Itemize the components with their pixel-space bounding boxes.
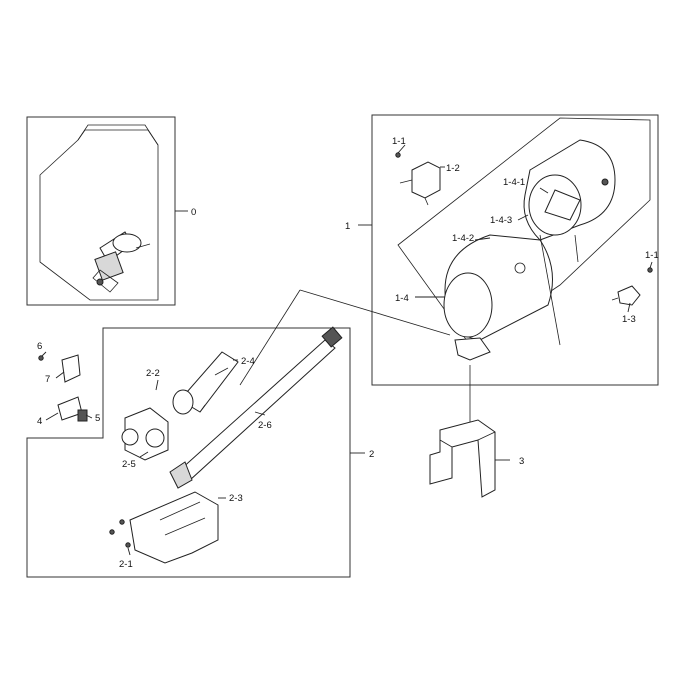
callout-2-4: 2-4 <box>241 356 255 367</box>
frame-part-0 <box>26 116 188 306</box>
bracket-1-2 <box>395 152 441 206</box>
callout-1-4-1: 1-4-1 <box>503 177 525 188</box>
callout-0: 0 <box>191 207 196 218</box>
callout-1-1-right: 1-1 <box>645 250 659 261</box>
callout-2-3: 2-3 <box>229 493 243 504</box>
cylinder-1-4-3 <box>523 139 616 263</box>
leader-lines <box>41 144 653 556</box>
callout-2: 2 <box>369 449 374 460</box>
callout-1: 1 <box>345 221 350 232</box>
callout-5: 5 <box>95 413 100 424</box>
igniter-2-4 <box>172 351 239 415</box>
callout-1-2: 1-2 <box>446 163 460 174</box>
callout-1-4-2: 1-4-2 <box>452 233 474 244</box>
callout-2-6: 2-6 <box>258 420 272 431</box>
cylinder-1-4-2 <box>443 234 553 361</box>
callout-4: 4 <box>37 416 42 427</box>
valve-2-5 <box>121 407 169 461</box>
callout-1-1-top: 1-1 <box>392 136 406 147</box>
frame-part-1 <box>358 114 659 386</box>
burner-tube-2-6 <box>169 326 343 489</box>
callout-1-3: 1-3 <box>622 314 636 325</box>
callout-2-1: 2-1 <box>119 559 133 570</box>
bracket-part-3 <box>429 365 510 498</box>
callout-2-5: 2-5 <box>122 459 136 470</box>
callout-6: 6 <box>37 341 42 352</box>
frame-part-2 <box>26 327 365 578</box>
callout-1-4: 1-4 <box>395 293 409 304</box>
whole-unit-assembly <box>92 231 151 293</box>
callout-2-2: 2-2 <box>146 368 160 379</box>
bracket-2-3 <box>109 491 219 564</box>
callout-1-4-3: 1-4-3 <box>490 215 512 226</box>
callout-7: 7 <box>45 374 50 385</box>
fitting-1-3 <box>611 267 653 306</box>
small-parts-4-7 <box>38 354 88 422</box>
callout-3: 3 <box>519 456 524 467</box>
